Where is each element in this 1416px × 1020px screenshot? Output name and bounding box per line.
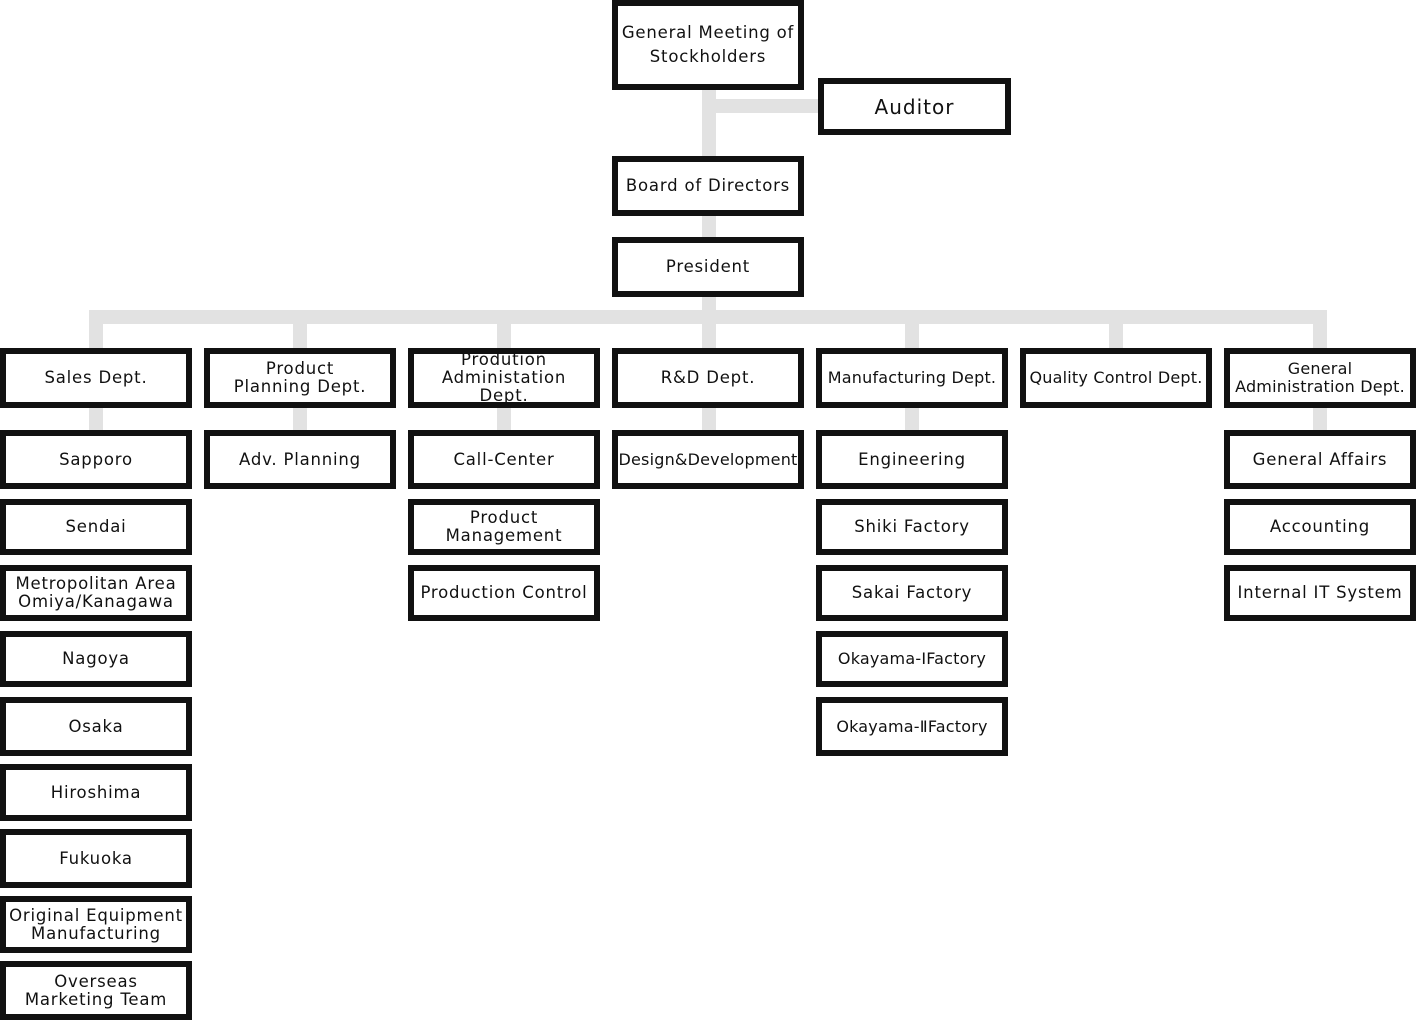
auditor-box: Auditor	[818, 78, 1011, 135]
connector-general-units	[1313, 404, 1327, 434]
board-of-directors-label: Board of Directors	[625, 176, 791, 195]
unit-box-sapporo: Sapporo	[0, 430, 192, 489]
dept-box-product-planning: Product Planning Dept.	[204, 348, 396, 408]
connector-drop-planning	[293, 324, 307, 350]
unit-label: Fukuoka	[59, 848, 133, 868]
unit-box-call-center: Call-Center	[408, 430, 600, 489]
unit-label: Sapporo	[59, 449, 133, 469]
unit-label: Nagoya	[62, 649, 130, 668]
unit-box-oem: Original Equipment Manufacturing	[0, 896, 192, 953]
connector-rnd-units	[702, 404, 716, 434]
unit-label: Design&Development	[618, 449, 798, 469]
unit-box-osaka: Osaka	[0, 697, 192, 756]
unit-box-design-development: Design&Development	[612, 430, 804, 489]
unit-label: Okayama-ⅡFactory	[836, 716, 988, 736]
unit-label: Okayama-ⅠFactory	[837, 649, 987, 668]
dept-label: Quality Control Dept.	[1029, 368, 1203, 387]
unit-box-metropolitan-area: Metropolitan Area Omiya/Kanagawa	[0, 565, 192, 621]
unit-label: Accounting	[1269, 517, 1371, 536]
connector-dept-bus	[89, 310, 1327, 324]
unit-box-okayama-1-factory: Okayama-ⅠFactory	[816, 631, 1008, 687]
unit-box-sakai-factory: Sakai Factory	[816, 565, 1008, 621]
connector-planning-units	[293, 404, 307, 434]
president-label: President	[665, 257, 751, 276]
connector-manufacturing-units	[905, 404, 919, 434]
unit-label: Call-Center	[453, 449, 555, 469]
unit-label: Osaka	[68, 716, 124, 736]
connector-drop-sales	[89, 324, 103, 350]
board-of-directors-box: Board of Directors	[612, 156, 804, 216]
connector-sales-units	[89, 404, 103, 434]
dept-box-quality-control: Quality Control Dept.	[1020, 348, 1212, 408]
connector-auditor	[716, 99, 822, 113]
unit-label: Production Control	[420, 583, 588, 602]
unit-label: Original Equipment Manufacturing	[9, 905, 183, 943]
auditor-label: Auditor	[874, 94, 955, 119]
dept-box-sales: Sales Dept.	[0, 348, 192, 408]
dept-box-manufacturing: Manufacturing Dept.	[816, 348, 1008, 408]
connector-drop-production	[497, 324, 511, 350]
dept-box-rnd: R&D Dept.	[612, 348, 804, 408]
unit-label: Shiki Factory	[854, 517, 970, 536]
unit-box-overseas-marketing: Overseas Marketing Team	[0, 961, 192, 1020]
unit-box-internal-it-system: Internal IT System	[1224, 565, 1416, 621]
unit-label: Product Management	[445, 508, 563, 545]
unit-box-product-management: Product Management	[408, 499, 600, 555]
unit-box-shiki-factory: Shiki Factory	[816, 499, 1008, 555]
connector-drop-general	[1313, 324, 1327, 350]
unit-label: Hiroshima	[50, 782, 142, 802]
unit-box-accounting: Accounting	[1224, 499, 1416, 555]
unit-label: Metropolitan Area Omiya/Kanagawa	[15, 574, 177, 611]
unit-label: Sakai Factory	[851, 583, 973, 602]
unit-box-general-affairs: General Affairs	[1224, 430, 1416, 489]
connector-drop-quality	[1109, 324, 1123, 350]
unit-label: Engineering	[858, 449, 966, 469]
president-box: President	[612, 237, 804, 297]
dept-label: Sales Dept.	[44, 368, 148, 387]
dept-label: Prodution Administation Dept.	[441, 350, 567, 405]
unit-label: Adv. Planning	[239, 449, 361, 469]
connector-production-units	[497, 404, 511, 434]
unit-box-fukuoka: Fukuoka	[0, 829, 192, 888]
dept-label: Product Planning Dept.	[233, 359, 367, 396]
unit-label: Internal IT System	[1237, 583, 1403, 602]
unit-box-hiroshima: Hiroshima	[0, 764, 192, 821]
unit-label: General Affairs	[1252, 449, 1388, 469]
dept-label: R&D Dept.	[660, 368, 756, 387]
dept-label: Manufacturing Dept.	[827, 368, 997, 387]
unit-box-sendai: Sendai	[0, 499, 192, 555]
unit-box-adv-planning: Adv. Planning	[204, 430, 396, 489]
unit-box-okayama-2-factory: Okayama-ⅡFactory	[816, 697, 1008, 756]
unit-box-engineering: Engineering	[816, 430, 1008, 489]
dept-label: General Administration Dept.	[1235, 359, 1405, 396]
general-meeting-box: General Meeting of Stockholders	[612, 0, 804, 90]
dept-box-general-administration: General Administration Dept.	[1224, 348, 1416, 408]
unit-label: Sendai	[65, 517, 127, 536]
general-meeting-label: General Meeting of Stockholders	[621, 23, 795, 66]
connector-drop-manufacturing	[905, 324, 919, 350]
unit-box-nagoya: Nagoya	[0, 631, 192, 687]
unit-box-production-control: Production Control	[408, 565, 600, 621]
dept-box-production-administration: Prodution Administation Dept.	[408, 348, 600, 408]
unit-label: Overseas Marketing Team	[24, 971, 168, 1009]
